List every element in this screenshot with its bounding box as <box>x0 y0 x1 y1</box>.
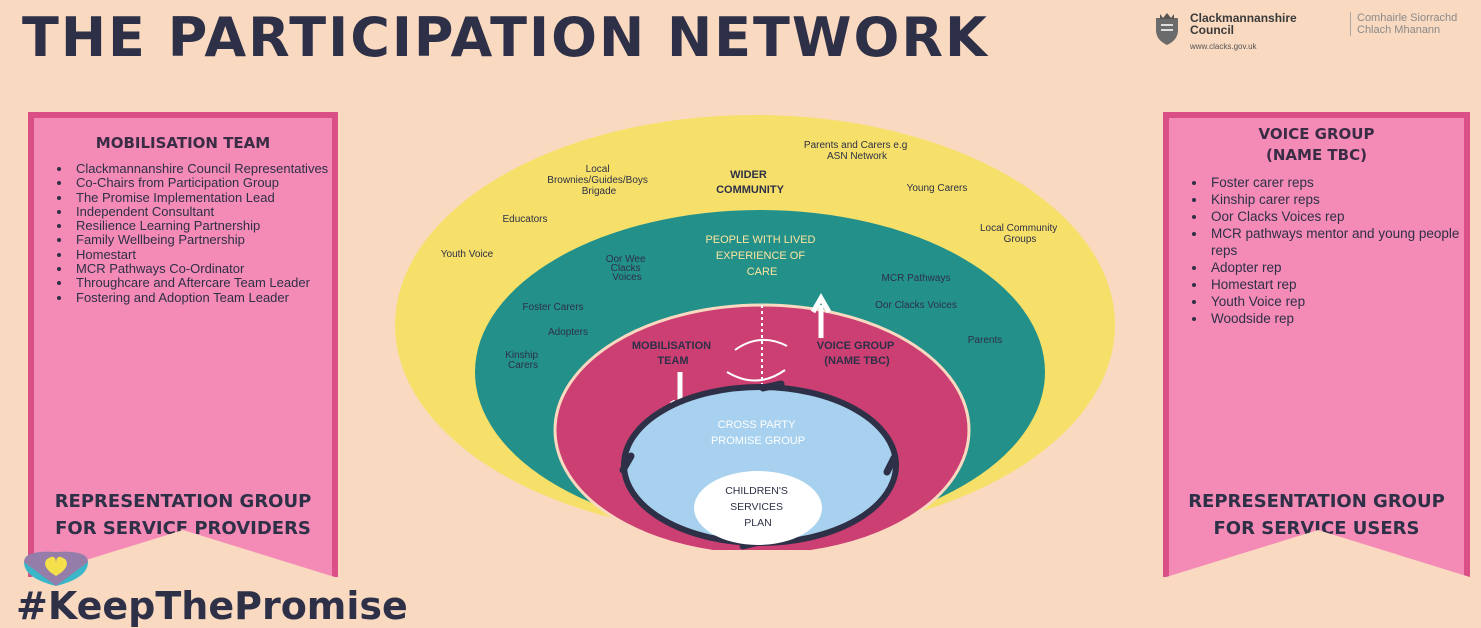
young-carers-label: Young Carers <box>907 183 968 194</box>
lived-experience-heading: PEOPLE WITH LIVED EXPERIENCE OF CARE <box>705 234 818 278</box>
list-item: Resilience Learning Partnership <box>72 218 332 233</box>
list-item: MCR Pathways Co-Ordinator <box>72 261 332 276</box>
adopters-label: Adopters <box>548 327 588 338</box>
cross-party-ring <box>624 387 896 543</box>
list-item: Kinship carer reps <box>1207 191 1464 208</box>
oor-clacks-voices-label: Oor Clacks Voices <box>875 300 957 311</box>
youth-voice-label: Youth Voice <box>441 249 494 260</box>
up-arrow-icon <box>810 292 832 338</box>
list-item: Co-Chairs from Participation Group <box>72 175 332 190</box>
list-item: The Promise Implementation Lead <box>72 190 332 205</box>
council-website: www.clacks.gov.uk <box>1190 42 1257 51</box>
voice-group-list: Foster carer reps Kinship carer reps Oor… <box>1169 174 1464 327</box>
mcr-pathways-label: MCR Pathways <box>882 273 951 284</box>
cycle-arrow-icon <box>619 380 898 550</box>
parents-carers-label: Parents and Carers e.g ASN Network <box>804 140 910 162</box>
list-item: Youth Voice rep <box>1207 293 1464 310</box>
list-item: Homestart <box>72 247 332 262</box>
voice-group-banner: VOICE GROUP (NAME TBC) Foster carer reps… <box>1163 112 1473 578</box>
services-plan-circle <box>694 471 822 545</box>
parents-label: Parents <box>968 335 1002 346</box>
list-item: MCR pathways mentor and young people rep… <box>1207 225 1464 259</box>
banner-notch <box>1163 530 1473 578</box>
heart-logo-icon <box>24 551 88 586</box>
mobilisation-team-banner: MOBILISATION TEAM Clackmannanshire Counc… <box>28 112 338 578</box>
list-item: Family Wellbeing Partnership <box>72 233 332 248</box>
list-item: Fostering and Adoption Team Leader <box>72 290 332 305</box>
wider-community-heading: WIDER COMMUNITY <box>716 169 784 196</box>
foster-carers-label: Foster Carers <box>522 302 583 313</box>
exchange-arrow-icon <box>726 339 788 382</box>
brownies-label: Local Brownies/Guides/Boys Brigade <box>547 164 650 197</box>
voice-group-label: VOICE GROUP (NAME TBC) <box>817 340 898 367</box>
crest-icon <box>1156 13 1178 45</box>
council-gaelic-name: Comhairle Siorrachd Chlach Mhanann <box>1350 12 1477 36</box>
participation-diagram: WIDER COMMUNITY Parents and Carers e.g A… <box>395 115 1115 550</box>
list-item: Oor Clacks Voices rep <box>1207 208 1464 225</box>
list-item: Homestart rep <box>1207 276 1464 293</box>
kinship-carers-label: Kinship Carers <box>505 350 541 371</box>
mobilisation-team-label: MOBILISATION TEAM <box>632 340 714 367</box>
list-item: Adopter rep <box>1207 259 1464 276</box>
services-plan-label: CHILDREN'S SERVICES PLAN <box>725 485 791 529</box>
hashtag: #KeepThePromise <box>16 584 408 628</box>
oor-wee-clacks-voices-label: Oor Wee Clacks Voices <box>606 254 649 283</box>
list-item: Woodside rep <box>1207 310 1464 327</box>
mobilisation-team-list: Clackmannanshire Council Representatives… <box>34 161 332 305</box>
council-logo: Clackmannanshire Council Comhairle Siorr… <box>1152 12 1477 56</box>
mobilisation-team-heading: MOBILISATION TEAM <box>95 134 271 152</box>
voice-group-heading: VOICE GROUP (NAME TBC) <box>1258 125 1375 164</box>
council-name: Clackmannanshire Council <box>1190 11 1297 37</box>
local-community-label: Local Community Groups <box>980 223 1060 245</box>
page-title: THE PARTICIPATION NETWORK <box>22 6 989 69</box>
list-item: Clackmannanshire Council Representatives <box>72 161 332 176</box>
educators-label: Educators <box>502 214 547 225</box>
cross-party-label: CROSS PARTY PROMISE GROUP <box>711 419 805 447</box>
list-item: Independent Consultant <box>72 204 332 219</box>
list-item: Throughcare and Aftercare Team Leader <box>72 276 332 291</box>
list-item: Foster carer reps <box>1207 174 1464 191</box>
